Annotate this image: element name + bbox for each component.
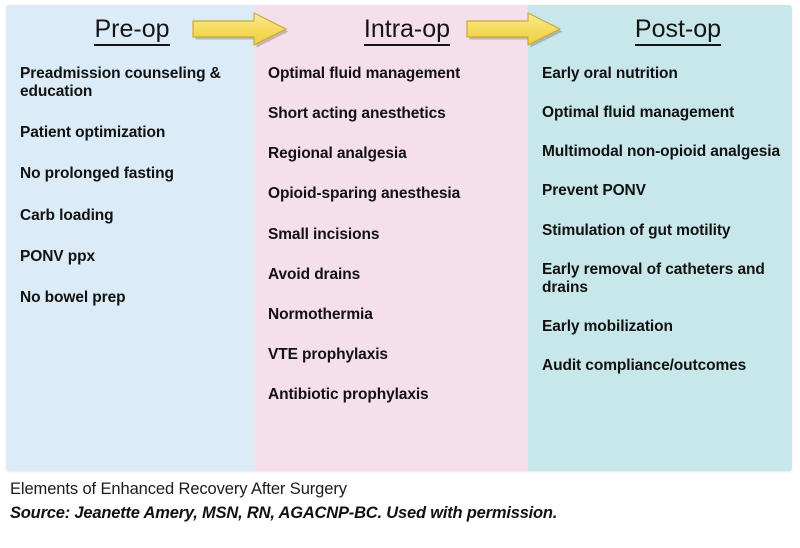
column-intra-op: Intra-op Optimal fluid management Short … [254, 5, 528, 471]
column-header-post-op: Post-op [542, 5, 782, 57]
list-item: Regional analgesia [268, 145, 407, 163]
list-item: Multimodal non-opioid analgesia [542, 143, 781, 161]
caption-source: Source: Jeanette Amery, MSN, RN, AGACNP-… [10, 504, 558, 523]
list-item: Optimal fluid management [268, 65, 461, 82]
list-item: Patient optimization [20, 124, 166, 142]
list-item: Early oral nutrition [542, 65, 678, 82]
phase-title-intra-op: Intra-op [363, 16, 451, 46]
list-item: Small incisions [268, 225, 380, 243]
column-header-pre-op: Pre-op [20, 5, 244, 57]
list-item: Stimulation of gut motility [542, 221, 731, 239]
list-item: Avoid drains [268, 265, 361, 283]
list-item: Prevent PONV [542, 182, 646, 200]
arrow-right-icon [464, 10, 564, 48]
phase-title-pre-op: Pre-op [94, 16, 170, 46]
list-item: Early removal of catheters and drains [542, 260, 765, 296]
list-item: Carb loading [20, 206, 114, 224]
list-item: Opioid-sparing anesthesia [268, 185, 461, 203]
figure-caption: Elements of Enhanced Recovery After Surg… [10, 478, 790, 525]
list-item: Normothermia [268, 305, 373, 323]
column-header-intra-op: Intra-op [268, 5, 518, 57]
list-item: Antibiotic prophylaxis [268, 386, 429, 403]
list-item: Optimal fluid management [542, 104, 735, 122]
list-item: No prolonged fasting [20, 165, 174, 183]
list-item: No bowel prep [20, 288, 126, 306]
list-item: VTE prophylaxis [268, 345, 388, 363]
list-item: PONV ppx [20, 247, 95, 265]
items-list-pre-op: Preadmission counseling & education Pati… [20, 57, 244, 307]
list-item: Preadmission counseling & education [20, 65, 221, 101]
column-post-op: Post-op Early oral nutrition Optimal flu… [528, 5, 792, 471]
items-list-intra-op: Optimal fluid management Short acting an… [268, 57, 518, 404]
column-pre-op: Pre-op Preadmission counseling & educati… [6, 5, 254, 471]
list-item: Audit compliance/outcomes [542, 357, 747, 374]
list-item: Early mobilization [542, 317, 673, 335]
list-item: Short acting anesthetics [268, 105, 446, 123]
caption-title: Elements of Enhanced Recovery After Surg… [10, 480, 347, 498]
items-list-post-op: Early oral nutrition Optimal fluid manag… [542, 57, 782, 375]
phase-title-post-op: Post-op [634, 16, 722, 46]
phases-panel: Pre-op Preadmission counseling & educati… [6, 5, 792, 471]
arrow-right-icon [190, 10, 290, 48]
